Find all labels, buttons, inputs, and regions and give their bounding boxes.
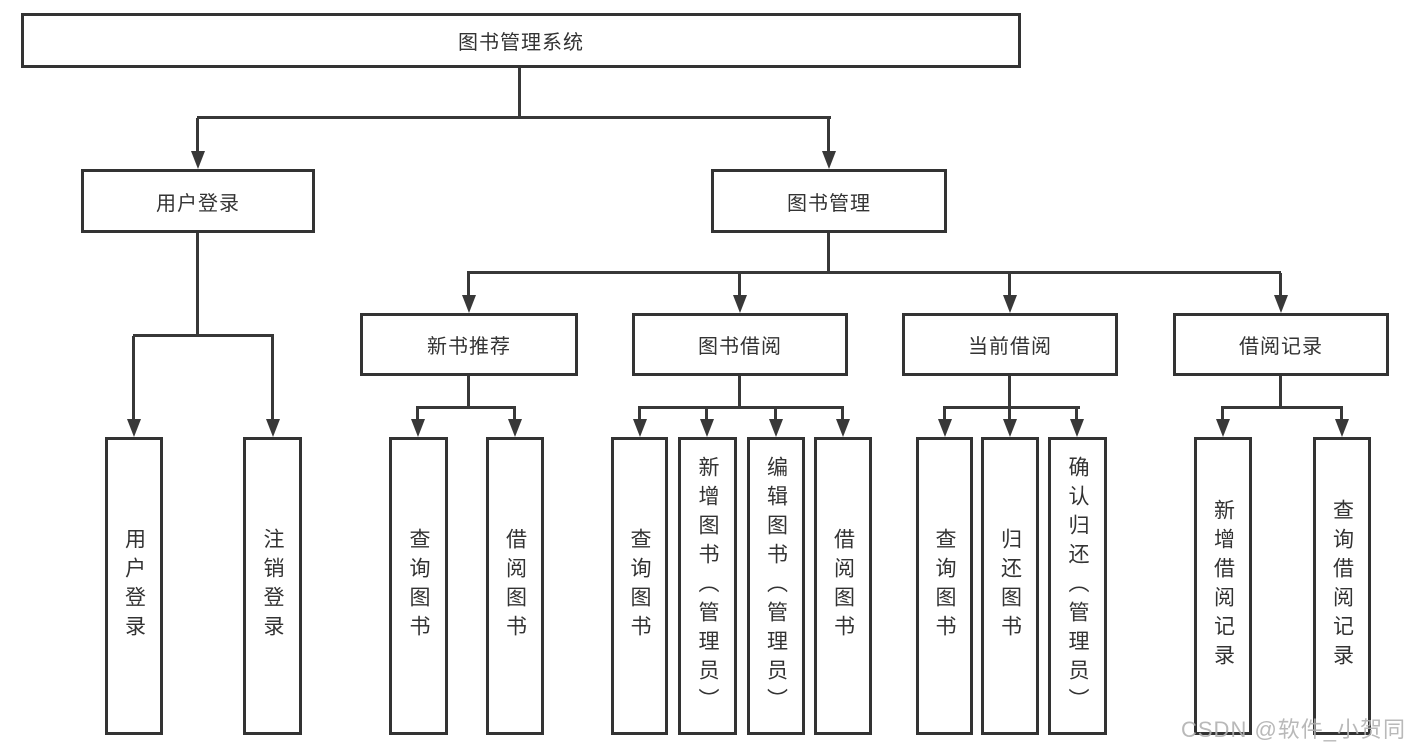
connector-line xyxy=(1221,408,1224,421)
leaf-add-borrow-record: 新增借阅记录 xyxy=(1194,437,1252,735)
node-borrowing-records-label: 借阅记录 xyxy=(1239,336,1323,358)
node-user-login: 用户登录 xyxy=(81,169,315,233)
arrow-down-icon xyxy=(1003,419,1017,437)
connector-line xyxy=(943,406,1080,409)
arrow-down-icon xyxy=(462,295,476,313)
leaf-return-book-label: 归还图书 xyxy=(998,528,1022,644)
leaf-add-book-admin: 新增图书（管理员） xyxy=(678,437,737,735)
leaf-query-borrow-record-label: 查询借阅记录 xyxy=(1330,499,1354,673)
leaf-borrow-books-borrowing-label: 借阅图书 xyxy=(831,528,855,644)
connector-line xyxy=(513,408,516,421)
leaf-edit-book-admin-label: 编辑图书（管理员） xyxy=(764,455,788,717)
node-library-management-system: 图书管理系统 xyxy=(21,13,1021,68)
node-book-management-label: 图书管理 xyxy=(787,192,871,215)
leaf-confirm-return-admin-label: 确认归还（管理员） xyxy=(1066,455,1089,717)
arrow-down-icon xyxy=(127,419,141,437)
connector-line xyxy=(196,233,199,337)
arrow-down-icon xyxy=(733,295,747,313)
connector-line xyxy=(841,408,844,421)
node-book-borrowing-label: 图书借阅 xyxy=(698,336,782,358)
connector-line xyxy=(1008,376,1011,408)
leaf-logout-label: 注销登录 xyxy=(261,528,284,644)
connector-line xyxy=(196,118,199,153)
node-current-borrowing: 当前借阅 xyxy=(902,313,1118,376)
arrow-down-icon xyxy=(822,151,836,169)
connector-line xyxy=(638,406,844,409)
connector-line xyxy=(1008,273,1011,299)
connector-line xyxy=(416,406,516,409)
leaf-add-borrow-record-label: 新增借阅记录 xyxy=(1211,499,1235,673)
connector-line xyxy=(705,408,708,421)
arrow-down-icon xyxy=(1274,295,1288,313)
leaf-borrow-books-borrowing: 借阅图书 xyxy=(814,437,872,735)
connector-line xyxy=(1340,408,1343,421)
arrow-down-icon xyxy=(633,419,647,437)
arrow-down-icon xyxy=(836,419,850,437)
connector-line xyxy=(1279,273,1282,299)
leaf-query-borrow-record: 查询借阅记录 xyxy=(1313,437,1371,735)
connector-line xyxy=(132,336,135,421)
node-new-book-recommendation-label: 新书推荐 xyxy=(427,336,511,358)
leaf-return-book: 归还图书 xyxy=(981,437,1039,735)
node-current-borrowing-label: 当前借阅 xyxy=(968,336,1052,358)
leaf-confirm-return-admin: 确认归还（管理员） xyxy=(1048,437,1107,735)
node-book-borrowing: 图书借阅 xyxy=(632,313,848,376)
leaf-borrow-books-recommend-label: 借阅图书 xyxy=(503,528,527,644)
connector-line xyxy=(1279,376,1282,408)
connector-line xyxy=(467,376,470,408)
leaf-edit-book-admin: 编辑图书（管理员） xyxy=(747,437,805,735)
connector-line xyxy=(271,336,274,421)
connector-line xyxy=(738,376,741,408)
node-user-login-label: 用户登录 xyxy=(156,192,240,215)
node-book-management: 图书管理 xyxy=(711,169,947,233)
arrow-down-icon xyxy=(938,419,952,437)
leaf-query-books-borrowing: 查询图书 xyxy=(611,437,668,735)
connector-line xyxy=(1075,408,1078,421)
node-new-book-recommendation: 新书推荐 xyxy=(360,313,578,376)
leaf-query-books-recommend: 查询图书 xyxy=(389,437,448,735)
leaf-user-login-label: 用户登录 xyxy=(122,528,146,644)
connector-line xyxy=(774,408,777,421)
node-library-management-system-label: 图书管理系统 xyxy=(458,32,584,54)
connector-line xyxy=(518,68,521,118)
connector-line xyxy=(738,273,741,299)
connector-line xyxy=(133,334,274,337)
connector-line xyxy=(638,408,641,421)
arrow-down-icon xyxy=(1003,295,1017,313)
arrow-down-icon xyxy=(508,419,522,437)
arrow-down-icon xyxy=(1070,419,1084,437)
connector-line xyxy=(827,233,830,274)
leaf-query-books-current: 查询图书 xyxy=(916,437,973,735)
leaf-borrow-books-recommend: 借阅图书 xyxy=(486,437,544,735)
leaf-query-books-current-label: 查询图书 xyxy=(933,528,956,644)
leaf-query-books-borrowing-label: 查询图书 xyxy=(628,528,651,644)
connector-line xyxy=(467,273,470,299)
leaf-query-books-recommend-label: 查询图书 xyxy=(407,528,430,644)
arrow-down-icon xyxy=(191,151,205,169)
connector-line xyxy=(1221,406,1343,409)
node-borrowing-records: 借阅记录 xyxy=(1173,313,1389,376)
csdn-watermark: CSDN @软件_小贺同学 xyxy=(1181,717,1405,742)
leaf-user-login: 用户登录 xyxy=(105,437,163,735)
leaf-add-book-admin-label: 新增图书（管理员） xyxy=(696,455,719,717)
leaf-logout: 注销登录 xyxy=(243,437,302,735)
connector-line xyxy=(943,408,946,421)
connector-line xyxy=(416,408,419,421)
connector-line xyxy=(1008,408,1011,421)
arrow-down-icon xyxy=(700,419,714,437)
arrow-down-icon xyxy=(266,419,280,437)
arrow-down-icon xyxy=(411,419,425,437)
arrow-down-icon xyxy=(769,419,783,437)
arrow-down-icon xyxy=(1216,419,1230,437)
connector-line xyxy=(827,118,830,153)
connector-line xyxy=(197,116,831,119)
arrow-down-icon xyxy=(1335,419,1349,437)
connector-line xyxy=(467,271,1281,274)
